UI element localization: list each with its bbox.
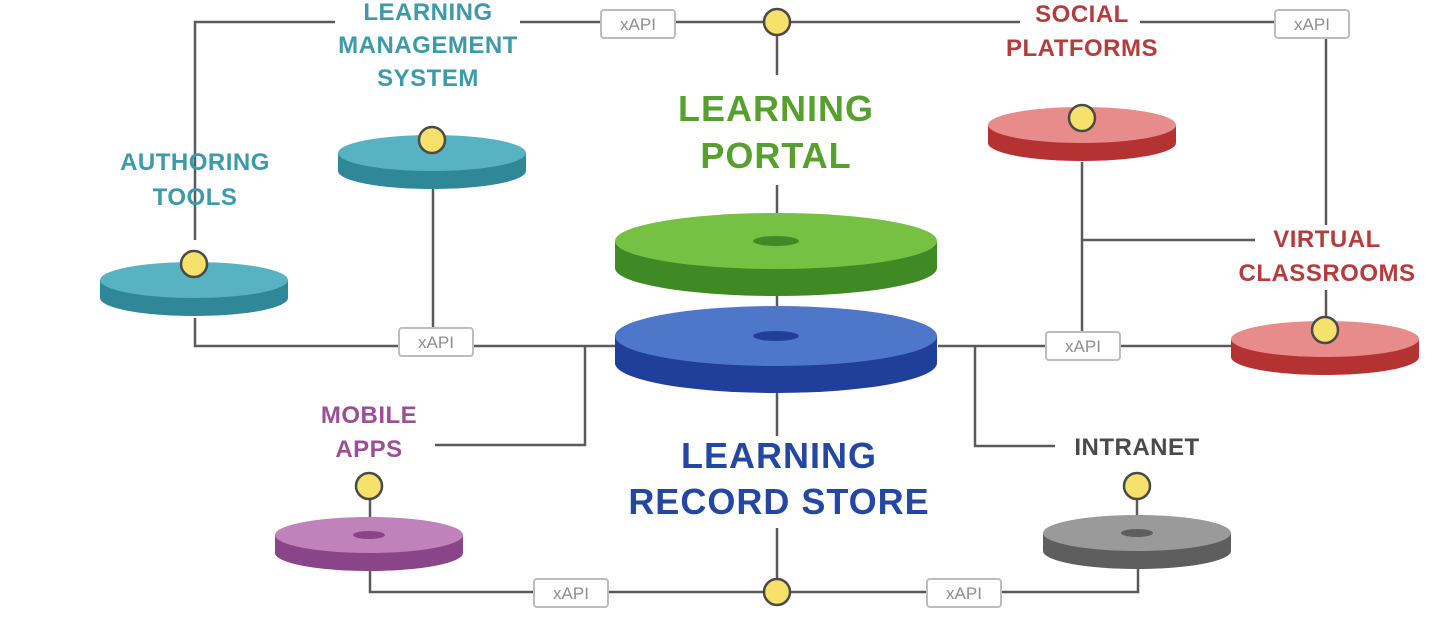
svg-text:MOBILE: MOBILE — [321, 402, 417, 429]
svg-text:CLASSROOMS: CLASSROOMS — [1238, 260, 1415, 287]
connection-nodes — [179, 7, 1340, 607]
authoring-tools-disk — [100, 262, 288, 316]
xapi-badge-mid-left: xAPI — [398, 327, 474, 357]
svg-text:APPS: APPS — [335, 436, 402, 463]
xapi-badge-mid-right: xAPI — [1045, 331, 1121, 361]
learning-record-store-disk — [615, 306, 937, 393]
learning-portal-label: LEARNING PORTAL — [678, 88, 874, 176]
xapi-badge-bottom-right: xAPI — [926, 578, 1002, 608]
svg-text:INTRANET: INTRANET — [1074, 434, 1199, 461]
mobile-apps-label: MOBILE APPS — [321, 402, 417, 463]
svg-text:SOCIAL: SOCIAL — [1035, 1, 1129, 28]
node-social — [1067, 103, 1097, 133]
xapi-badge-bottom-left: xAPI — [533, 578, 609, 608]
node-intranet — [1122, 471, 1152, 501]
svg-text:LEARNING: LEARNING — [363, 0, 492, 26]
node-virtual — [1310, 315, 1340, 345]
social-platforms-label: SOCIAL PLATFORMS — [1006, 1, 1158, 62]
virtual-classrooms-disk — [1231, 321, 1419, 375]
xapi-label: xAPI — [946, 584, 982, 603]
mobile-apps-disk — [275, 517, 463, 571]
authoring-tools-label: AUTHORING TOOLS — [120, 149, 270, 211]
svg-text:MANAGEMENT: MANAGEMENT — [338, 32, 518, 59]
xapi-label: xAPI — [1294, 15, 1330, 34]
xapi-label: xAPI — [1065, 337, 1101, 356]
xapi-badge-top-left: xAPI — [600, 9, 676, 39]
svg-text:RECORD STORE: RECORD STORE — [628, 481, 929, 522]
svg-text:LEARNING: LEARNING — [678, 88, 874, 129]
xapi-label: xAPI — [620, 15, 656, 34]
svg-text:VIRTUAL: VIRTUAL — [1273, 226, 1381, 253]
node-lms — [417, 125, 447, 155]
node-mobile — [354, 471, 384, 501]
learning-record-store-label: LEARNING RECORD STORE — [628, 435, 929, 522]
intranet-label: INTRANET — [1074, 434, 1199, 461]
xapi-badge-top-right: xAPI — [1274, 9, 1350, 39]
intranet-disk — [1043, 515, 1231, 569]
lms-label: LEARNING MANAGEMENT SYSTEM — [338, 0, 518, 92]
svg-text:TOOLS: TOOLS — [153, 184, 238, 211]
svg-text:LEARNING: LEARNING — [681, 435, 877, 476]
learning-portal-disk — [615, 213, 937, 296]
svg-text:AUTHORING: AUTHORING — [120, 149, 270, 176]
svg-text:PLATFORMS: PLATFORMS — [1006, 35, 1158, 62]
node-authoring — [179, 249, 209, 279]
node-bottom — [762, 577, 792, 607]
svg-text:PORTAL: PORTAL — [700, 135, 851, 176]
virtual-classrooms-label: VIRTUAL CLASSROOMS — [1238, 226, 1415, 287]
svg-text:SYSTEM: SYSTEM — [377, 65, 479, 92]
xapi-label: xAPI — [418, 333, 454, 352]
xapi-label: xAPI — [553, 584, 589, 603]
node-top — [762, 7, 792, 37]
